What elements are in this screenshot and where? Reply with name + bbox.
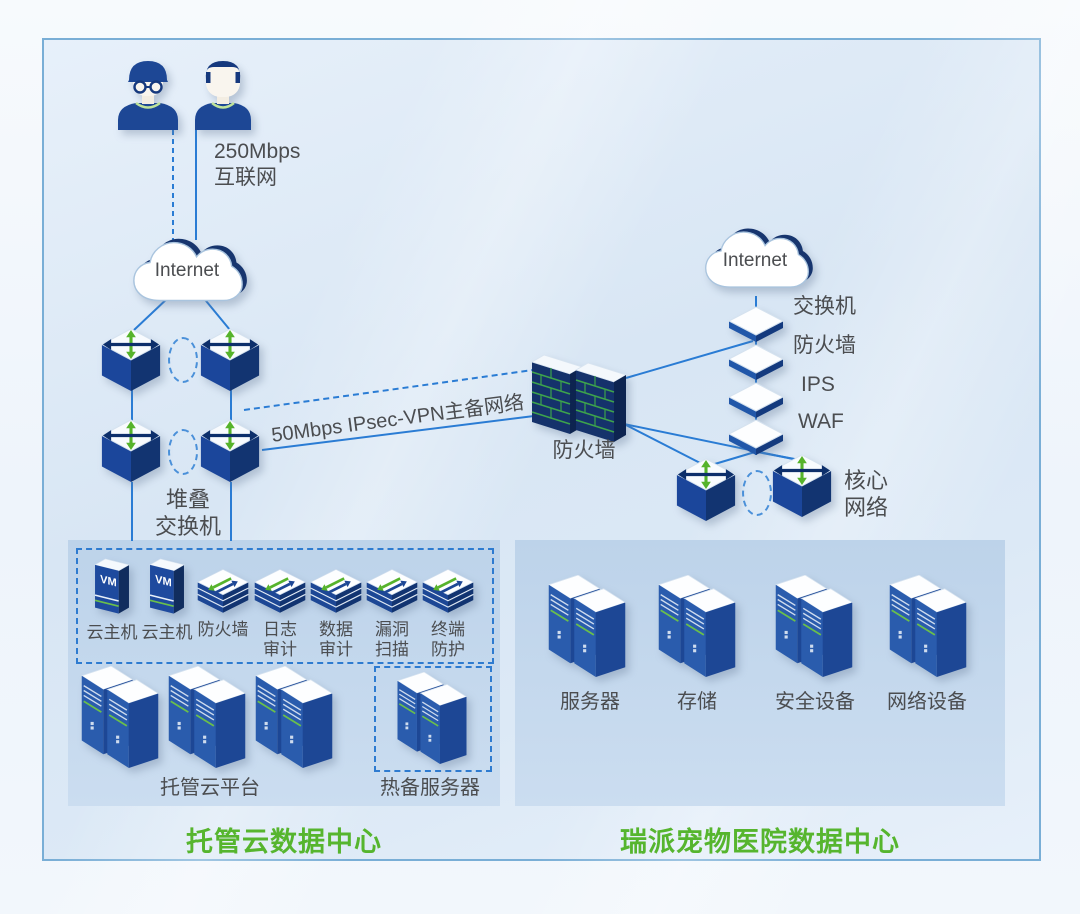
hot-standby-dashed-box (374, 666, 492, 772)
security-item-label: 日志 审计 (263, 620, 297, 660)
vm-badge-text: VM (155, 574, 172, 590)
security-item-firewall: 防火墙 (193, 556, 253, 640)
chain-ips-icon (727, 382, 785, 420)
security-item-label: 云主机 (86, 623, 138, 642)
appliance-icon (364, 569, 420, 615)
chain-firewall-label: 防火墙 (793, 334, 856, 357)
network-device-icon (886, 575, 970, 677)
internet-label-left: Internet (154, 260, 220, 281)
hot-standby-server-icon (394, 672, 470, 764)
server-cluster-icon (252, 666, 336, 768)
mid-firewall-label: 防火墙 (552, 439, 616, 462)
line-cloud-switch-b (201, 295, 231, 331)
stack-switch-icon (198, 417, 262, 485)
core-switch-icon (674, 456, 738, 524)
server-cluster-icon (165, 666, 249, 768)
chain-firewall-icon (727, 344, 785, 382)
left-datacenter-title: 托管云数据中心 (186, 827, 382, 857)
storage-label: 存储 (677, 691, 717, 713)
security-item-label: 防火墙 (197, 620, 249, 639)
security-device-label: 安全设备 (775, 691, 855, 713)
vm-badge-text: VM (100, 574, 117, 590)
uplink-bandwidth-label: 250Mbps 互联网 (214, 140, 301, 189)
server-cluster-icon (545, 575, 629, 677)
security-services-dashed-box (76, 548, 494, 664)
appliance-icon (195, 569, 251, 615)
line-vpn-backup-dashed (243, 369, 534, 411)
server-label: 服务器 (560, 691, 620, 713)
chain-switch-label: 交换机 (793, 295, 856, 318)
cloud-platform-label: 托管云平台 (160, 777, 260, 799)
vm-host-icon: VM (149, 558, 185, 614)
security-item-vm-host: VM 云主机 (137, 556, 197, 643)
chain-waf-label: WAF (798, 410, 844, 433)
core-switch-icon (770, 452, 834, 520)
core-stack-link-ellipse (742, 470, 772, 516)
person-user-icon (195, 61, 251, 130)
chain-ips-label: IPS (801, 373, 835, 396)
storage-cluster-icon (655, 575, 739, 677)
stack-link-ellipse (168, 429, 198, 475)
stack-switch-icon (99, 417, 163, 485)
stack-link-ellipse (168, 337, 198, 383)
stacked-switch-label: 堆叠 交换机 (154, 487, 221, 539)
line-vpn-primary-solid (261, 415, 535, 451)
chain-switch-icon (727, 306, 785, 344)
vm-host-icon: VM (94, 558, 130, 614)
security-item-vm-host: VM 云主机 (82, 556, 142, 643)
security-item-label: 数据 审计 (319, 620, 353, 660)
stack-switch-icon (198, 326, 262, 394)
appliance-icon (252, 569, 308, 615)
firewall-brick-icon (531, 354, 627, 442)
internet-label-right: Internet (722, 250, 788, 271)
core-network-label: 核心 网络 (844, 468, 889, 520)
network-device-label: 网络设备 (887, 691, 967, 713)
security-item-vuln-scan: 漏洞 扫描 (362, 556, 422, 660)
security-item-label: 终端 防护 (431, 620, 465, 660)
server-cluster-icon (78, 666, 162, 768)
hot-standby-label: 热备服务器 (380, 777, 480, 799)
line-waf-core-right (756, 451, 801, 461)
engineer-user-icon (118, 61, 178, 130)
security-item-endpoint-protect: 终端 防护 (418, 556, 478, 660)
security-item-data-audit: 数据 审计 (306, 556, 366, 660)
line-firewall-chain (625, 340, 754, 379)
right-datacenter-title: 瑞派宠物医院数据中心 (620, 827, 900, 857)
appliance-icon (420, 569, 476, 615)
stack-switch-icon (99, 326, 163, 394)
appliance-icon (308, 569, 364, 615)
line-cloud-switch-a (133, 295, 171, 331)
line-firewall-core-left (623, 423, 707, 467)
security-device-icon (772, 575, 856, 677)
security-item-label: 云主机 (141, 623, 193, 642)
security-item-label: 漏洞 扫描 (375, 620, 409, 660)
security-item-log-audit: 日志 审计 (250, 556, 310, 660)
